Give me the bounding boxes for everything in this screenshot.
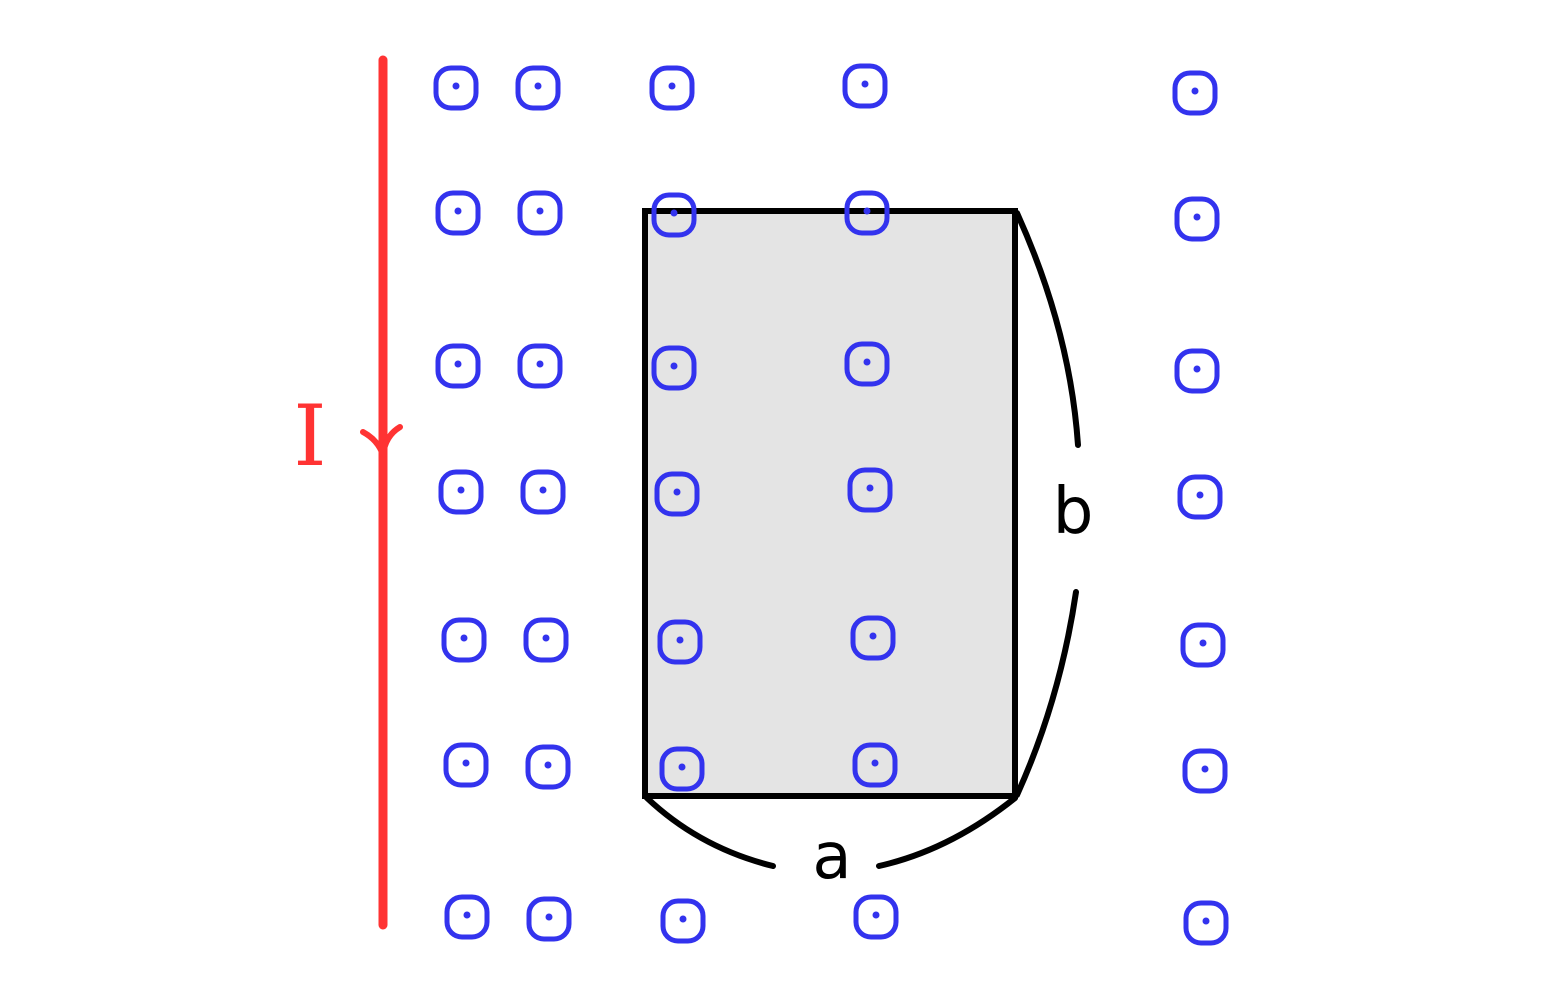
dimension-b-label: b	[1053, 475, 1094, 549]
field-out-of-page-icon	[523, 617, 569, 663]
field-out-of-page-icon	[443, 742, 489, 788]
field-out-of-page-icon	[651, 192, 697, 238]
dimension-a-brace-right	[876, 795, 1018, 869]
field-out-of-page-icon	[526, 896, 572, 942]
dimension-b-brace-top	[1014, 210, 1081, 448]
field-out-of-page-icon	[1172, 70, 1218, 116]
field-out-of-page-icon	[657, 619, 703, 665]
field-out-of-page-icon	[433, 65, 479, 111]
field-out-of-page-icon	[852, 742, 898, 788]
field-out-of-page-icon	[517, 190, 563, 236]
field-out-of-page-icon	[844, 190, 890, 236]
field-out-of-page-icon	[515, 65, 561, 111]
field-out-of-page-icon	[853, 894, 899, 940]
current-label: I	[293, 387, 326, 485]
dimension-b-brace-bottom	[1014, 589, 1079, 798]
field-out-of-page-icon	[1182, 748, 1228, 794]
field-out-of-page-icon	[842, 63, 888, 109]
field-out-of-page-icon	[1183, 900, 1229, 946]
field-out-of-page-icon	[1174, 348, 1220, 394]
field-out-of-page-icon	[435, 343, 481, 389]
field-out-of-page-icon	[438, 469, 484, 515]
field-out-of-page-icon	[525, 744, 571, 790]
field-out-of-page-icon	[847, 467, 893, 513]
dimension-a-brace-left	[644, 795, 776, 869]
field-out-of-page-icon	[649, 65, 695, 111]
field-out-of-page-icon	[1180, 622, 1226, 668]
field-out-of-page-icon	[654, 471, 700, 517]
field-out-of-page-icon	[435, 190, 481, 236]
field-out-of-page-icon	[444, 894, 490, 940]
field-out-of-page-icon	[651, 345, 697, 391]
field-out-of-page-icon	[850, 615, 896, 661]
field-out-of-page-icon	[659, 746, 705, 792]
field-out-of-page-icon	[844, 341, 890, 387]
field-out-of-page-icon	[517, 343, 563, 389]
dimension-a-label: a	[812, 820, 851, 894]
field-out-of-page-icon	[1174, 196, 1220, 242]
field-out-of-page-icon	[520, 469, 566, 515]
current-direction-arrow-icon	[360, 424, 403, 458]
field-out-of-page-icon	[1177, 474, 1223, 520]
field-out-of-page-icon	[441, 617, 487, 663]
rectangular-loop	[642, 208, 1018, 799]
magnetic-field-symbols	[433, 63, 1229, 946]
field-out-of-page-icon	[660, 898, 706, 944]
